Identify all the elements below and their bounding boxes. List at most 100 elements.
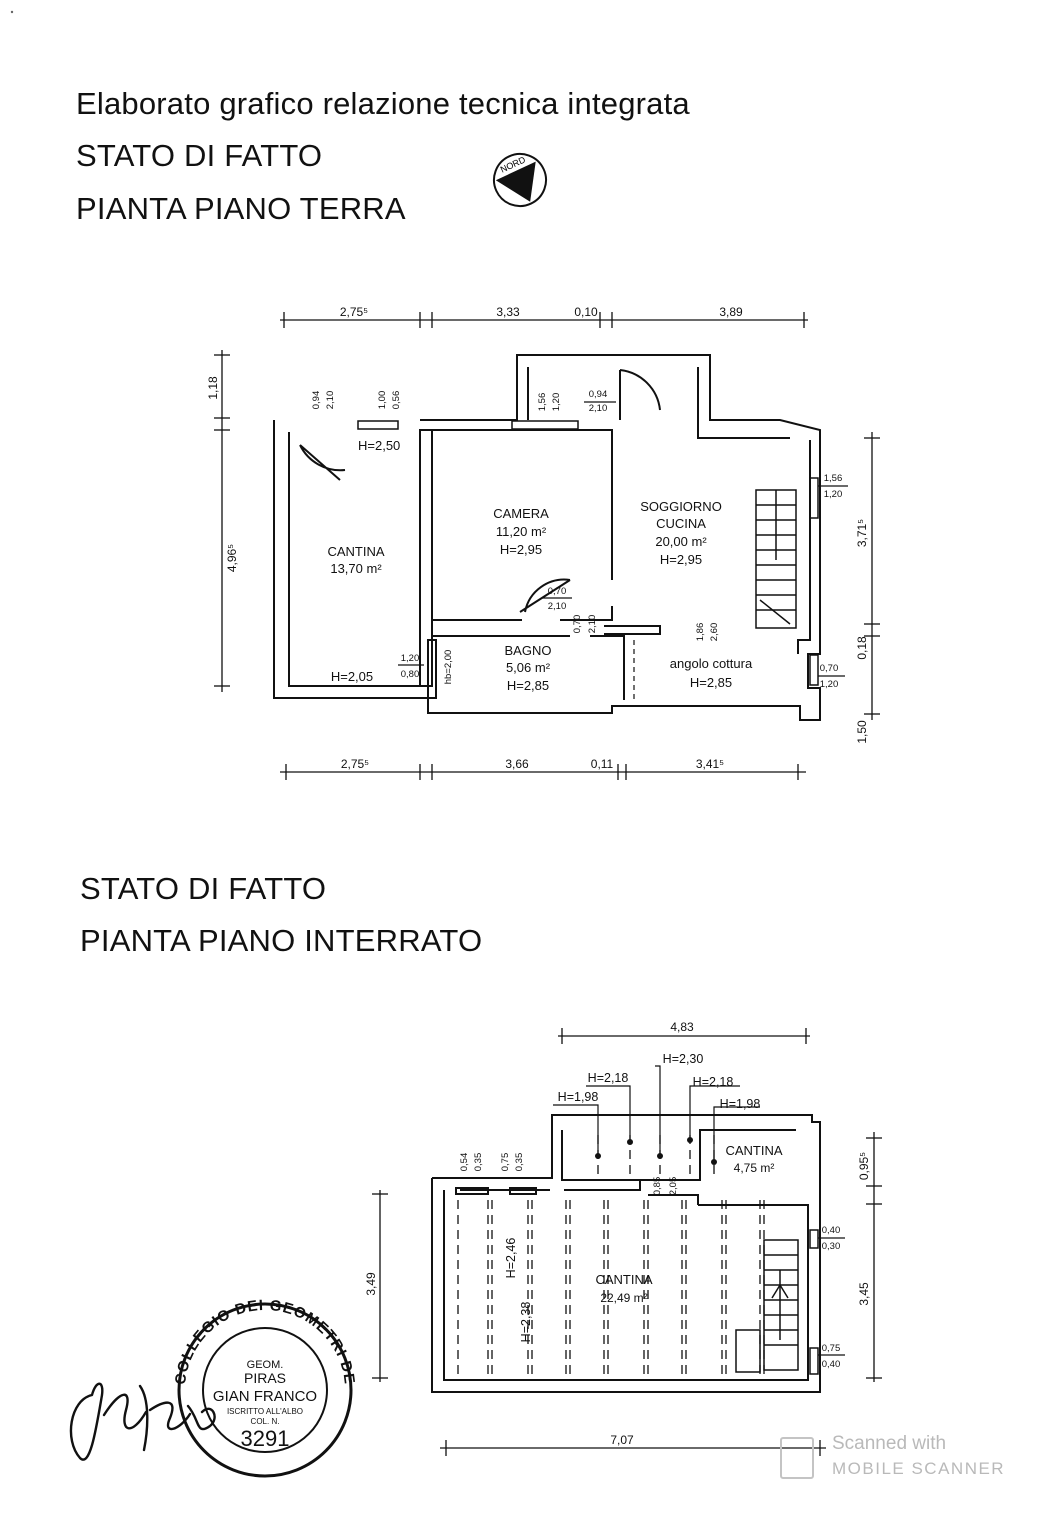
basement-h-2: H=2,18 <box>588 1071 629 1085</box>
cantina-height-bottom: H=2,05 <box>331 669 373 684</box>
basement-op-a-w: 0,54 <box>459 1153 470 1172</box>
basement-dim-bottom: 7,07 <box>610 1433 634 1447</box>
basement-op-right-lower-1: 0,75 <box>822 1343 841 1354</box>
basement-dim-right-1: 0,95⁵ <box>857 1152 871 1180</box>
op-stair-win-h: 1,20 <box>824 489 843 500</box>
dim-top-2: 3,33 <box>496 305 520 319</box>
basement-h-1: H=1,98 <box>558 1090 599 1104</box>
basement-dim-right-2: 3,45 <box>857 1282 871 1306</box>
op-kitchen-w: 1,86 <box>695 623 706 642</box>
entrance-door-swing <box>619 369 661 420</box>
basement-height-b: H=2,38 <box>519 1302 533 1343</box>
cantina-name: CANTINA <box>327 544 384 559</box>
basement-points <box>595 1137 717 1165</box>
basement-dim-left: 3,49 <box>364 1272 378 1296</box>
bagno-name: BAGNO <box>505 643 552 658</box>
bagno-area: 5,06 m² <box>506 660 551 675</box>
cantina-door-swing <box>299 444 346 481</box>
cantina-area: 13,70 m² <box>330 561 382 576</box>
ground-interior-walls <box>419 429 661 700</box>
basement-title-line-2: PIANTA PIANO INTERRATO <box>80 923 483 958</box>
watermark-line-2: MOBILE SCANNER <box>832 1459 1006 1478</box>
cantina-height-top: H=2,50 <box>358 438 400 453</box>
stamp-line-4: ISCRITTO ALL'ALBO <box>227 1407 303 1416</box>
basement-op-right-upper-1: 0,40 <box>822 1225 841 1236</box>
camera-height: H=2,95 <box>500 542 542 557</box>
op-kitchen-win-w: 0,70 <box>820 663 839 674</box>
op-bagno-door-h: 2,10 <box>587 615 598 634</box>
dim-right-1: 3,71⁵ <box>855 519 869 547</box>
angolo-cottura-height: H=2,85 <box>690 675 732 690</box>
op-kitchen-h: 2,60 <box>709 623 720 642</box>
op-stair-win-w: 1,56 <box>824 473 843 484</box>
basement-op-right-upper-2: 0,30 <box>822 1241 841 1252</box>
dim-bottom-4: 3,41⁵ <box>696 757 724 771</box>
stamp-ring-text: COLLEGIO DEI GEOMETRI DELLA PROV. DI BOL… <box>0 0 358 1386</box>
stamp-line-3: GIAN FRANCO <box>213 1388 317 1405</box>
basement-plan <box>431 1065 821 1393</box>
angolo-cottura-name: angolo cottura <box>670 656 753 671</box>
basement-height-a: H=2,46 <box>504 1238 518 1279</box>
ground-dimension-lines <box>214 312 880 780</box>
op-cantina-win-w: 1,00 <box>377 391 388 410</box>
basement-cantina-large-name: CANTINA <box>595 1272 652 1287</box>
basement-cantina-large-area: 22,49 m² <box>600 1291 647 1305</box>
stamp-line-2: PIRAS <box>244 1370 286 1386</box>
soggiorno-name: SOGGIORNO <box>640 499 722 514</box>
stray-mark <box>10 10 14 14</box>
op-bagno-door-w: 0,70 <box>572 615 583 634</box>
title-line-3: PIANTA PIANO TERRA <box>76 191 406 226</box>
stamp-line-5: COL. N. <box>251 1417 280 1426</box>
op-camera-win-w: 1,56 <box>537 393 548 412</box>
camera-area: 11,20 m² <box>496 524 547 539</box>
dim-bottom-2: 3,66 <box>505 757 529 771</box>
basement-dimension-lines <box>372 1028 882 1456</box>
soggiorno-height: H=2,95 <box>660 552 702 567</box>
ground-staircase <box>755 489 797 629</box>
ground-outer-walls <box>273 354 821 721</box>
stamp-number: 3291 <box>241 1426 290 1451</box>
op-bagno-win-w: 1,20 <box>401 653 420 664</box>
basement-dim-top: 4,83 <box>670 1020 694 1034</box>
op-kitchen-win-h: 1,20 <box>820 679 839 690</box>
basement-cantina-small-area: 4,75 m² <box>734 1161 775 1175</box>
camera-name: CAMERA <box>493 506 549 521</box>
signature <box>69 1382 216 1461</box>
title-line-1: Elaborato grafico relazione tecnica inte… <box>76 86 690 121</box>
ground-room-labels: H=2,50 CANTINA 13,70 m² H=2,05 CAMERA 11… <box>327 438 752 693</box>
dim-bottom-1: 2,75⁵ <box>341 757 369 771</box>
op-cantina-door-h: 2,10 <box>325 391 336 410</box>
basement-op-a-h: 0,35 <box>473 1153 484 1172</box>
basement-h-5: H=1,98 <box>720 1097 761 1111</box>
basement-interior-walls <box>455 1180 699 1205</box>
op-cantina-win-h: 0,56 <box>391 391 402 410</box>
op-camera-win-h: 1,20 <box>551 393 562 412</box>
ground-dimension-texts: 2,75⁵ 3,33 0,10 3,89 2,75⁵ 3,66 0,11 3,4… <box>206 305 869 771</box>
basement-windows <box>809 1229 819 1375</box>
basement-texts: 4,83 7,07 3,49 0,95⁵ 3,45 H=1,98 H=2,18 … <box>364 1020 871 1447</box>
soggiorno-name-2: CUCINA <box>656 516 706 531</box>
basement-staircase <box>735 1239 799 1373</box>
dim-top-1: 2,75⁵ <box>340 305 368 319</box>
bagno-height: H=2,85 <box>507 678 549 693</box>
north-arrow-icon: NORD <box>493 153 547 207</box>
basement-op-right-lower-2: 0,40 <box>822 1359 841 1370</box>
basement-op-door-w: 0,85 <box>652 1177 663 1196</box>
title-line-2: STATO DI FATTO <box>76 138 323 173</box>
camera-door-swing <box>519 578 571 613</box>
dim-right-3: 1,50 <box>855 720 869 744</box>
dim-right-2: 0,18 <box>855 636 869 660</box>
basement-op-door-h: 2,05 <box>668 1177 679 1196</box>
scanner-watermark: Scanned with MOBILE SCANNER <box>832 1431 1005 1481</box>
stamp-line-1: GEOM. <box>247 1359 284 1371</box>
op-entrance-w: 0,94 <box>589 389 608 400</box>
dim-left-1: 1,18 <box>206 376 220 400</box>
op-cantina-door-w: 0,94 <box>311 391 322 410</box>
basement-h-3: H=2,30 <box>663 1052 704 1066</box>
professional-stamp: COLLEGIO DEI GEOMETRI DELLA PROV. DI BOL… <box>0 0 358 1478</box>
basement-outer-walls <box>431 1114 821 1393</box>
basement-op-b-w: 0,75 <box>500 1153 511 1172</box>
basement-title-line-1: STATO DI FATTO <box>80 871 327 906</box>
ground-windows <box>357 420 819 686</box>
